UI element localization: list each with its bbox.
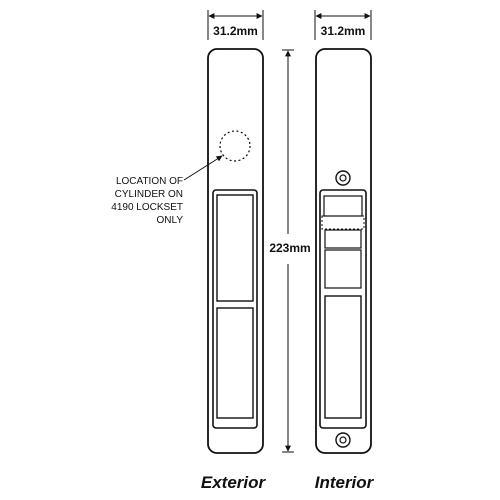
exterior-caption: Exterior bbox=[201, 473, 267, 492]
bottom-screw bbox=[335, 432, 351, 448]
exterior-handle bbox=[212, 189, 258, 429]
cylinder-note-line-4: ONLY bbox=[157, 215, 184, 226]
interior-plate bbox=[315, 48, 372, 454]
cylinder-location-circle bbox=[219, 130, 251, 162]
interior-handle bbox=[319, 189, 367, 429]
exterior-width-dimension bbox=[207, 10, 264, 40]
interior-width-label: 31.2mm bbox=[321, 24, 366, 38]
interior-caption: Interior bbox=[315, 473, 375, 492]
interior-width-dimension bbox=[314, 10, 372, 40]
exterior-width-label: 31.2mm bbox=[213, 24, 258, 38]
exterior-plate bbox=[207, 48, 264, 454]
cylinder-note-line-2: CYLINDER ON bbox=[115, 189, 183, 200]
cylinder-note-line-1: LOCATION OF bbox=[116, 176, 183, 187]
height-dimension bbox=[282, 49, 294, 453]
top-screw bbox=[335, 170, 351, 186]
height-label: 223mm bbox=[269, 241, 310, 255]
latch-outline bbox=[321, 215, 365, 230]
cylinder-leader bbox=[183, 155, 223, 181]
cylinder-note-line-3: 4190 LOCKSET bbox=[111, 202, 183, 213]
